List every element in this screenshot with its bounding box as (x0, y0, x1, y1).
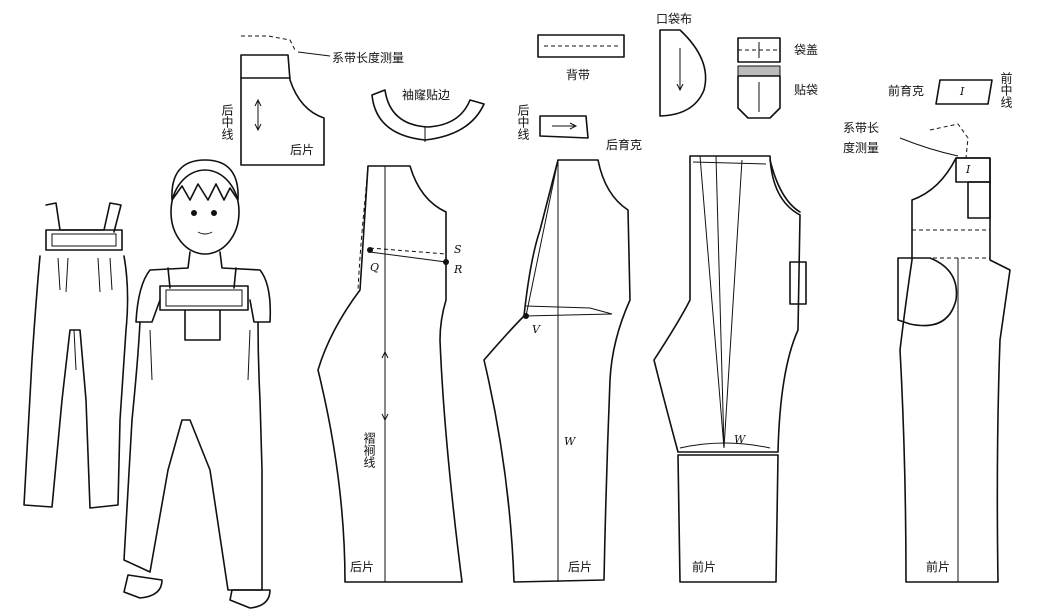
point-q-label: Q (370, 261, 380, 274)
strap-measure-label-front-1: 系带长 (843, 121, 880, 135)
front-piece-label-2: 前片 (926, 560, 951, 574)
crease-line-label: 褶裥线 (362, 432, 376, 468)
back-center-line-label-mid: 后中线 (516, 104, 530, 140)
pocket-cloth-label: 口袋布 (656, 12, 693, 26)
armhole-facing-label: 袖窿贴边 (402, 88, 451, 102)
back-strap-label: 背带 (566, 68, 591, 82)
strap-measure-label-back: 系带长度测量 (332, 51, 405, 65)
point-w-label-2: W (734, 433, 746, 446)
pocket-cloth-piece (659, 29, 707, 117)
back-yoke-piece (539, 115, 589, 139)
back-piece-label-1: 后片 (350, 560, 375, 574)
back-piece-label-2: 后片 (568, 560, 593, 574)
patch-pocket-piece (737, 65, 781, 119)
pocket-flap-label: 袋盖 (794, 43, 819, 57)
pocket-flap-piece (737, 37, 781, 63)
front-center-line-label: 前中线 (999, 72, 1013, 108)
patch-pocket-label: 贴袋 (794, 83, 819, 97)
front-yoke-label: 前育克 (888, 84, 925, 98)
back-bib-piece (240, 35, 331, 166)
front-piece-label-1: 前片 (692, 560, 717, 574)
front-yoke-piece (935, 79, 993, 105)
point-r-label: R (454, 263, 463, 276)
strap-measure-label-front-2: 度测量 (843, 141, 880, 155)
point-v-label: V (532, 323, 540, 336)
back-center-line-label-top: 后中线 (220, 104, 234, 140)
front-pants-piece-2 (897, 123, 1011, 583)
back-piece-label-small: 后片 (290, 143, 315, 157)
back-yoke-label: 后育克 (606, 138, 643, 152)
front-pants-piece-1 (653, 155, 807, 583)
child-figure-sketch (123, 159, 272, 609)
armhole-facing-piece (371, 89, 485, 142)
point-w-label-1: W (564, 435, 576, 448)
back-pants-piece-2 (483, 159, 631, 583)
point-s-label: S (454, 243, 462, 256)
overalls-flat-sketch (23, 202, 129, 509)
yoke-mark-i: I (960, 85, 965, 98)
front-mark-i: I (966, 163, 971, 176)
back-strap-piece (537, 34, 625, 58)
back-pants-piece-1 (317, 165, 463, 583)
